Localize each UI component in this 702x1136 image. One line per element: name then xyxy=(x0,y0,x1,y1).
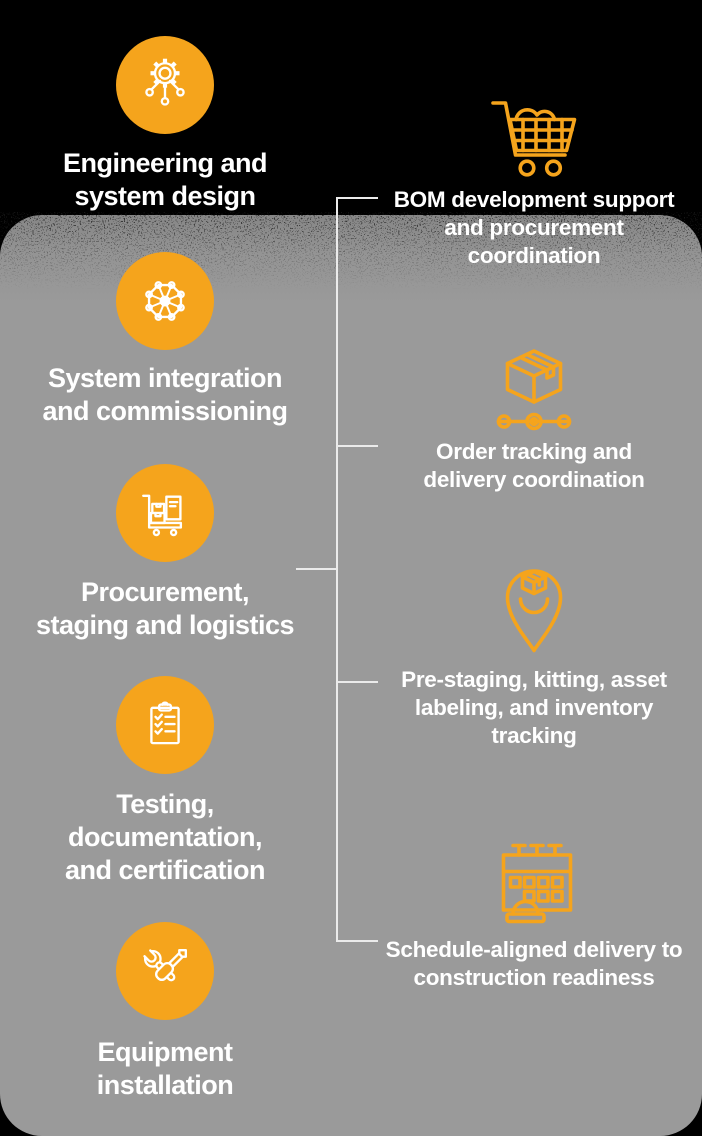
left-step-circle-3 xyxy=(116,464,214,562)
left-step-circle-1 xyxy=(116,36,214,134)
checklist-clipboard-icon xyxy=(150,701,180,745)
right-service-label-2: Order tracking and delivery coordination xyxy=(423,439,645,492)
left-step-label-4: Testing, documentation, and certificatio… xyxy=(64,789,266,885)
left-step-label-2: System integration and commissioning xyxy=(42,363,288,426)
right-service-label-4: Schedule-aligned delivery to constructio… xyxy=(385,937,683,990)
right-service-label-3: Pre-staging, kitting, asset labeling, an… xyxy=(401,667,667,748)
left-step-circle-5 xyxy=(116,922,214,1020)
connector-branch-bom xyxy=(336,197,378,199)
left-step-circle-4 xyxy=(116,676,214,774)
calendar-hardhat-icon xyxy=(501,843,573,924)
connector-branch-order xyxy=(336,445,378,447)
shopping-cart-icon xyxy=(491,101,577,177)
location-pin-package-icon xyxy=(505,569,563,653)
connector-branch-prestaging xyxy=(336,681,378,683)
right-service-label-1: BOM development support and procurement … xyxy=(393,187,675,268)
connector-branch-procurement xyxy=(296,568,338,570)
left-step-label-5: Equipment installation xyxy=(96,1037,234,1100)
package-tracking-icon xyxy=(496,349,572,431)
logistics-cart-icon xyxy=(142,494,183,537)
wrench-screwdriver-icon xyxy=(141,947,187,982)
left-step-label-1: Engineering and system design xyxy=(62,148,268,211)
left-step-circle-2 xyxy=(116,252,214,350)
network-wheel-icon xyxy=(145,281,185,321)
gear-network-icon xyxy=(145,58,185,106)
connector-branch-schedule xyxy=(336,940,378,942)
left-step-label-3: Procurement, staging and logistics xyxy=(35,577,295,640)
